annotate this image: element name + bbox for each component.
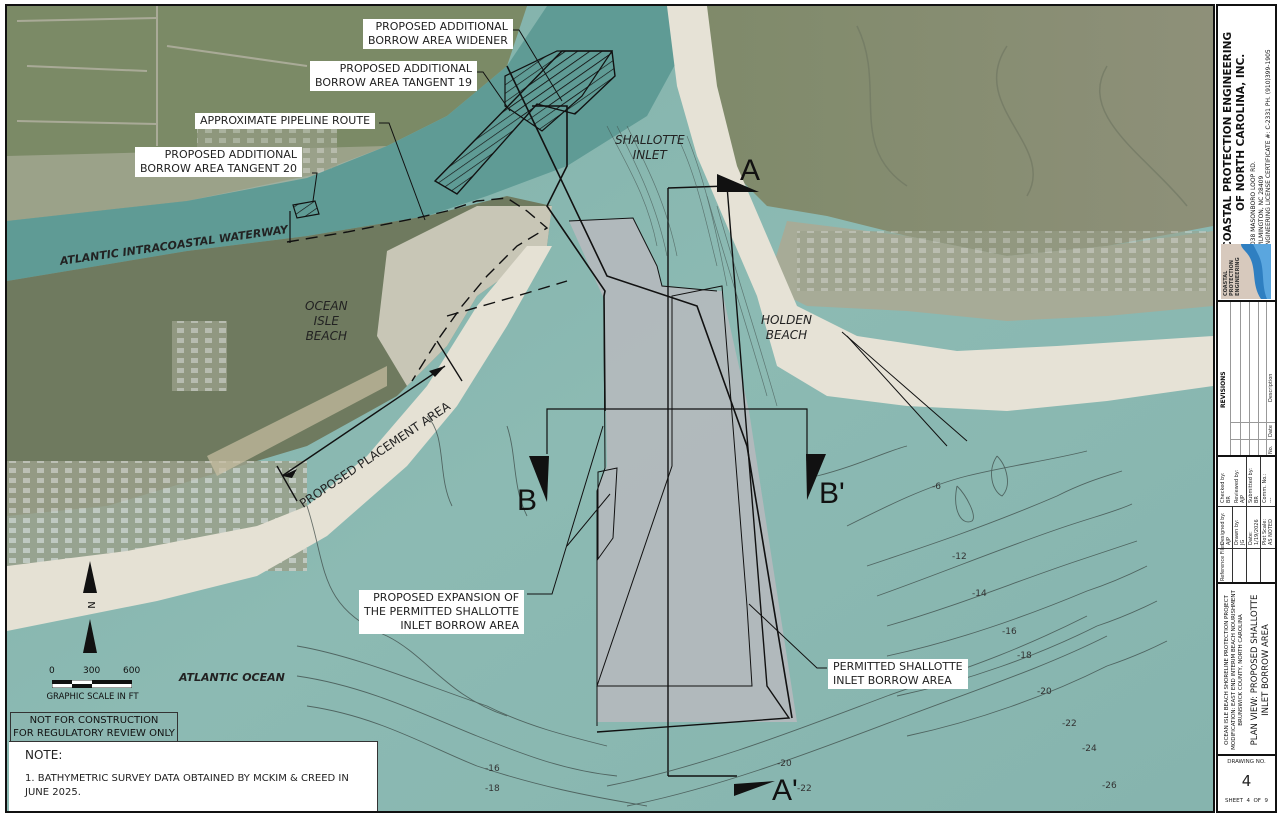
designed-by: Designed by:AJP	[1220, 512, 1232, 545]
wave-logo-icon	[1241, 244, 1271, 299]
project-description: OCEAN ISLE BEACH SHORELINE PROTECTION PR…	[1224, 590, 1244, 750]
company-section: COASTAL PROTECTION ENGINEERING OF NORTH …	[1218, 6, 1275, 302]
contour-label: -16	[485, 764, 500, 774]
holden-marsh	[697, 6, 1213, 256]
contour-label: -20	[1037, 687, 1052, 697]
logo-text: COASTAL PROTECTION ENGINEERING	[1223, 257, 1241, 296]
placement-area-dimension	[281, 365, 446, 477]
regulatory-stamp: NOT FOR CONSTRUCTION FOR REGULATORY REVI…	[10, 712, 178, 742]
callout-borrow-area-tangent-19: PROPOSED ADDITIONAL BORROW AREA TANGENT …	[310, 61, 478, 91]
comm-no: Comm. No.:---	[1262, 473, 1274, 503]
drawing-no-label: DRAWING NO.	[1227, 759, 1266, 765]
label-ocean-isle-beach: OCEAN ISLE BEACH	[305, 299, 348, 343]
reference-files: Reference Files:	[1220, 541, 1226, 581]
section-label-a: A	[740, 154, 761, 187]
borrow-area-tangent-20	[292, 200, 320, 219]
permitted-borrow-area-fill	[569, 218, 797, 722]
callout-pipeline-route: APPROXIMATE PIPELINE ROUTE	[195, 113, 376, 129]
callout-permitted-borrow-area: PERMITTED SHALLOTTE INLET BORROW AREA	[828, 659, 968, 689]
sheet-title-section: OCEAN ISLE BEACH SHORELINE PROTECTION PR…	[1218, 584, 1275, 756]
sheet-title: PLAN VIEW: PROPOSED SHALLOTTE INLET BORR…	[1250, 594, 1271, 746]
revisions-header: REVISIONS	[1220, 371, 1227, 408]
holden-beach-sand	[667, 6, 1213, 411]
section-a-prime-marker	[734, 781, 775, 796]
aerial-map: -6 -12 -14 -16 -18 -20 -22 -24 -26 -16 -…	[7, 6, 1213, 811]
checked-by: Checked by:BR	[1220, 472, 1232, 504]
contour-label: -16	[1002, 627, 1017, 637]
scale-bar	[52, 680, 132, 688]
north-arrow-icon: N	[83, 561, 97, 653]
contour-label: -12	[952, 552, 967, 562]
rev-col-description: Description	[1268, 373, 1274, 402]
ocean-isle-beach-sand	[7, 246, 552, 631]
reviewed-by: Reviewed by:AJP	[1234, 469, 1246, 503]
bathymetric-contours	[296, 415, 1168, 807]
contour-label: -20	[777, 759, 792, 769]
contour-label: -22	[1062, 719, 1077, 729]
drawing-info-grid: Checked by:BR Reviewed by:AJP Submitted …	[1218, 457, 1275, 584]
drawn-by: Drawn by:JG	[1234, 519, 1246, 545]
label-atlantic-ocean: ATLANTIC OCEAN	[179, 671, 285, 684]
plot-scale: Plot Scale:AS NOTED	[1262, 518, 1274, 545]
title-block: COASTAL PROTECTION ENGINEERING OF NORTH …	[1216, 4, 1277, 813]
notes-panel: NOTE: 1. BATHYMETRIC SURVEY DATA OBTAINE…	[9, 741, 378, 811]
svg-text:N: N	[85, 601, 96, 608]
section-b-prime-marker	[806, 454, 826, 500]
contour-label: -6	[932, 482, 941, 492]
contour-label: -24	[1082, 744, 1097, 754]
submitted-by: Submitted by:BR	[1248, 468, 1260, 503]
section-label-a-prime: A'	[772, 774, 798, 807]
map-viewport: -6 -12 -14 -16 -18 -20 -22 -24 -26 -16 -…	[5, 4, 1215, 813]
company-logo: COASTAL PROTECTION ENGINEERING	[1221, 244, 1271, 299]
company-address: 4038 MASONBORO LOOP RD. WILMINGTON, NC 2…	[1250, 49, 1272, 249]
drawing-no: 4	[1241, 772, 1252, 790]
company-name: COASTAL PROTECTION ENGINEERING OF NORTH …	[1222, 31, 1247, 249]
revisions-table: REVISIONS No. Date Description	[1218, 302, 1275, 457]
section-label-b-prime: B'	[819, 477, 845, 510]
callout-borrow-area-tangent-20: PROPOSED ADDITIONAL BORROW AREA TANGENT …	[135, 147, 303, 177]
rev-col-no: No.	[1268, 445, 1274, 454]
contour-label: -18	[1017, 651, 1032, 661]
date: Date:1/19/2026	[1248, 519, 1260, 545]
section-a-marker	[717, 174, 759, 192]
callout-proposed-expansion: PROPOSED EXPANSION OF THE PERMITTED SHAL…	[359, 590, 525, 634]
sheet-count: SHEET 4 OF 9	[1225, 798, 1268, 804]
note-item: 1. BATHYMETRIC SURVEY DATA OBTAINED BY M…	[25, 773, 349, 798]
contour-label: -22	[797, 784, 812, 794]
pipeline-route	[286, 197, 549, 382]
contour-label: -14	[972, 589, 987, 599]
callout-borrow-area-widener: PROPOSED ADDITIONAL BORROW AREA WIDENER	[363, 19, 513, 49]
borrow-area-tangent-19	[504, 50, 614, 132]
label-shallotte-inlet: SHALLOTTE INLET	[615, 133, 685, 162]
rev-col-date: Date	[1268, 425, 1274, 437]
graphic-scale: 0 300 600 GRAPHIC SCALE IN FT	[46, 666, 141, 702]
section-b-marker	[529, 456, 549, 502]
drawing-number-section: DRAWING NO. 4 SHEET 4 OF 9	[1218, 756, 1275, 811]
section-label-b: B	[517, 484, 538, 517]
contour-label: -18	[485, 784, 500, 794]
contour-label: -26	[1102, 781, 1117, 791]
label-holden-beach: HOLDEN BEACH	[761, 313, 812, 342]
note-title: NOTE:	[25, 748, 63, 762]
